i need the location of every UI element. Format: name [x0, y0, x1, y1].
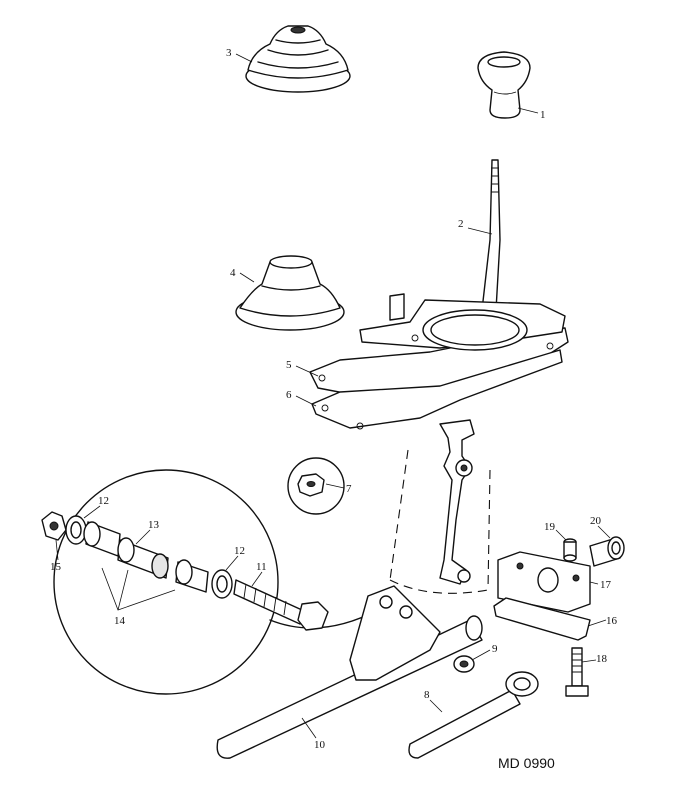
callout-1: 1 — [540, 109, 546, 121]
lever-linkage — [439, 419, 475, 585]
callout-3: 3 — [226, 47, 232, 59]
callout-10: 10 — [314, 739, 326, 751]
callout-16: 16 — [606, 615, 618, 627]
part-16-mounting-plate — [493, 597, 591, 641]
callout-20: 20 — [590, 515, 602, 527]
part-10-cross-shaft — [216, 585, 483, 759]
part-2-gear-lever — [481, 159, 501, 311]
callout-18: 18 — [596, 653, 608, 665]
diagram-reference-code: MD 0990 — [498, 755, 555, 771]
callout-12-right: 12 — [234, 545, 245, 557]
callout-4: 4 — [230, 267, 236, 279]
callout-13: 13 — [148, 519, 160, 531]
bushing-assembly-detail — [41, 511, 329, 631]
callout-9: 9 — [492, 643, 498, 655]
part-20-bush — [589, 536, 625, 567]
part-5-6-mounting-plates — [309, 293, 569, 430]
part-18-bolt — [565, 647, 589, 697]
part-4-lower-gaiter — [235, 255, 345, 331]
callout-15: 15 — [50, 561, 62, 573]
callout-14: 14 — [114, 615, 126, 627]
detail-circle — [53, 469, 279, 695]
callout-11: 11 — [256, 561, 267, 573]
part-7-nut-detail — [287, 457, 345, 515]
dashed-assembly-guide — [389, 449, 491, 594]
callout-17: 17 — [600, 579, 612, 591]
callout-12-left: 12 — [98, 495, 109, 507]
callout-19: 19 — [544, 521, 556, 533]
part-3-gear-lever-gaiter — [245, 25, 351, 93]
callout-8: 8 — [424, 689, 430, 701]
callout-5: 5 — [286, 359, 292, 371]
callout-2: 2 — [458, 218, 464, 230]
callout-6: 6 — [286, 389, 292, 401]
part-9-nut — [453, 655, 475, 673]
part-19-pin — [563, 538, 577, 562]
part-17-support-bracket — [497, 551, 591, 613]
leader-lines — [55, 53, 611, 739]
callout-7: 7 — [346, 483, 352, 495]
part-1-gear-knob — [477, 51, 531, 119]
part-8-selector-rod — [408, 671, 539, 759]
